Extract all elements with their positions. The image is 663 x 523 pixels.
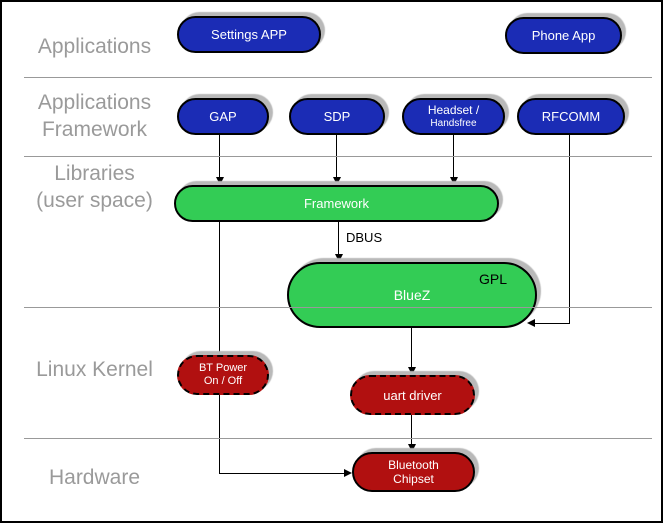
layer-label-text: Libraries (54, 162, 135, 185)
node-bluez: BlueZ GPL (287, 262, 537, 328)
divider-applications (24, 77, 652, 78)
gpl-license-label: GPL (478, 271, 507, 287)
node-label-line2: Handsfree (430, 118, 477, 129)
arrowhead-gap-to-framework (216, 177, 224, 185)
layer-label-text: Hardware (48, 466, 141, 489)
node-label-line1: Headset / (427, 103, 480, 117)
layer-label-hardware: Hardware (2, 464, 187, 491)
arrowhead-uart-to-chipset (408, 444, 416, 452)
layer-label-applications: Applications (2, 33, 187, 60)
divider-app-framework (24, 156, 652, 157)
layer-label-text: (user space) (36, 189, 153, 212)
arrowhead-rfcomm-to-bluez (527, 319, 535, 327)
node-bt-power: BT Power On / Off (177, 355, 269, 395)
layer-label-linux-kernel: Linux Kernel (2, 356, 187, 383)
node-label: Phone App (531, 28, 596, 43)
layer-label-text: Framework (41, 118, 147, 141)
node-bluetooth-chipset: Bluetooth Chipset (352, 452, 475, 492)
node-phone-app: Phone App (505, 17, 622, 54)
line-framework-to-chipset-horizontal (219, 473, 347, 474)
divider-user-space (24, 307, 652, 308)
node-label: RFCOMM (541, 109, 601, 124)
node-label-line2: On / Off (203, 375, 243, 387)
dbus-connection-label: DBUS (346, 230, 383, 245)
node-label: uart driver (383, 387, 442, 403)
divider-kernel-hardware (24, 438, 652, 439)
layer-label-text: Linux Kernel (36, 358, 153, 381)
node-label: Framework (303, 196, 369, 211)
node-label-line1: Bluetooth (388, 458, 439, 472)
arrowhead-headset-to-framework (450, 177, 458, 185)
line-headset-to-framework (453, 135, 454, 180)
node-rfcomm: RFCOMM (517, 98, 625, 135)
arrowhead-framework-to-chipset (344, 469, 352, 477)
layer-label-libraries: Libraries (user space) (2, 160, 187, 214)
line-framework-to-bluez (338, 222, 339, 258)
node-label: GAP (209, 109, 237, 124)
arrowhead-bluez-to-uart (408, 367, 416, 375)
node-label: Settings APP (211, 27, 287, 42)
node-uart-driver: uart driver (350, 375, 475, 415)
line-framework-to-chipset-vertical (219, 222, 220, 474)
node-label-line2: Chipset (393, 472, 434, 486)
node-settings-app: Settings APP (177, 16, 321, 53)
arrowhead-framework-to-bluez (335, 254, 343, 262)
node-framework: Framework (174, 185, 499, 222)
line-rfcomm-vertical (569, 135, 570, 324)
arrowhead-sdp-to-framework (333, 177, 341, 185)
layer-label-text: Applications (37, 35, 152, 58)
layer-label-text: Applications (37, 91, 152, 114)
node-sdp: SDP (289, 98, 385, 135)
line-sdp-to-framework (336, 135, 337, 180)
node-label: BlueZ (393, 287, 431, 303)
line-rfcomm-to-bluez (534, 323, 570, 324)
node-label-line1: BT Power (198, 362, 248, 374)
node-label: SDP (323, 109, 351, 124)
node-gap: GAP (177, 98, 269, 135)
line-bluez-to-uart (411, 328, 412, 370)
line-gap-to-framework (219, 135, 220, 180)
node-headset-handsfree: Headset / Handsfree (402, 98, 505, 135)
line-uart-to-chipset (411, 415, 412, 447)
layer-label-applications-framework: Applications Framework (2, 89, 187, 143)
